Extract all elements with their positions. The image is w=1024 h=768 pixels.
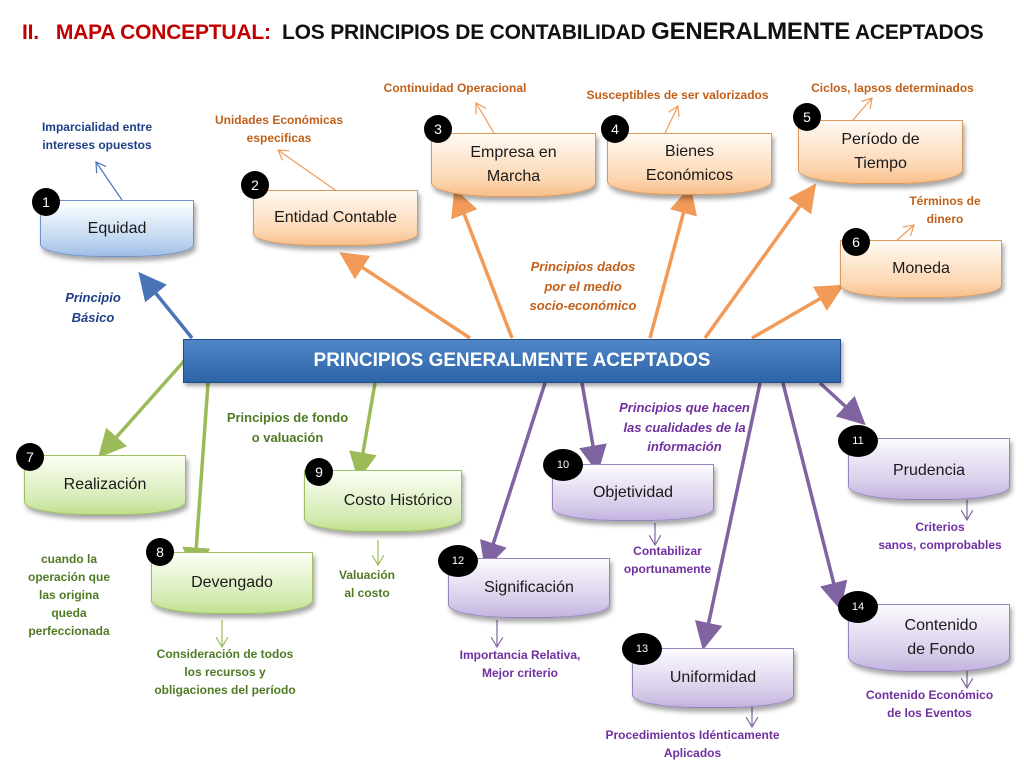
note-equidad: Imparcialidad entre intereses opuestos xyxy=(41,120,153,152)
link-periodo xyxy=(703,183,817,340)
note-empresa-en-marcha: Continuidad Operacional xyxy=(383,81,527,95)
node-number-4: 4 xyxy=(601,115,629,143)
title-subtitle: LOS PRINCIPIOS DE CONTABILIDAD xyxy=(282,21,646,44)
central-label: PRINCIPIOS GENERALMENTE ACEPTADOS xyxy=(313,350,711,371)
node-empresa-en-marcha: Empresa en Marcha xyxy=(431,133,596,197)
note-connectors xyxy=(96,98,967,727)
note-link-3 xyxy=(476,103,495,134)
note-bienes-economicos: Susceptibles de ser valorizados xyxy=(586,88,769,102)
link-contenido xyxy=(781,382,848,611)
title-roman: II. xyxy=(22,21,39,44)
title-emphasis: GENERALMENTE xyxy=(651,18,851,45)
node-number-9: 9 xyxy=(305,458,333,486)
note-link-5 xyxy=(852,98,872,121)
group-label-socio: Principios dados por el medio socio-econ… xyxy=(529,259,637,313)
note-moneda: Términos de dinero xyxy=(909,194,981,226)
node-costo-historico: Costo Histórico xyxy=(304,470,462,532)
group-label-basic: Principio Básico xyxy=(65,290,121,325)
note-objetividad: Contabilizar oportunamente xyxy=(623,544,712,576)
note-uniformidad: Procedimientos Idénticamente Aplicados xyxy=(605,728,780,760)
link-entidad xyxy=(339,252,471,340)
link-moneda xyxy=(751,284,845,340)
node-number-2: 2 xyxy=(241,171,269,199)
central-node: PRINCIPIOS GENERALMENTE ACEPTADOS xyxy=(183,339,841,383)
note-link-1 xyxy=(96,162,123,201)
link-equidad xyxy=(138,271,194,340)
note-prudencia: Criterios sanos, comprobables xyxy=(878,520,1002,552)
link-costo xyxy=(349,382,377,481)
node-number-7: 7 xyxy=(16,443,44,471)
link-devengado xyxy=(182,382,211,576)
node-number-5: 5 xyxy=(793,103,821,131)
title-label: MAPA CONCEPTUAL: xyxy=(55,21,271,44)
node-number-8: 8 xyxy=(146,538,174,566)
note-link-4 xyxy=(664,106,678,134)
node-number-12: 12 xyxy=(438,545,478,577)
node-entidad-contable: Entidad Contable xyxy=(253,190,418,246)
node-number-1: 1 xyxy=(32,188,60,216)
link-uniformidad xyxy=(694,382,762,651)
page-title: II. MAPA CONCEPTUAL: LOS PRINCIPIOS DE C… xyxy=(22,18,984,46)
note-contenido-de-fondo: Contenido Económico de los Eventos xyxy=(865,688,994,720)
group-label-qualities: Principios que hacen las cualidades de l… xyxy=(619,400,750,454)
link-bienes xyxy=(648,185,698,339)
node-uniformidad: Uniformidad xyxy=(632,648,794,708)
link-empresa xyxy=(451,188,514,339)
node-number-6: 6 xyxy=(842,228,870,256)
note-significacion: Importancia Relativa, Mejor criterio xyxy=(459,648,581,680)
note-entidad-contable: Unidades Económicas especificas xyxy=(214,113,344,145)
link-significacion xyxy=(480,382,547,570)
node-realizacion: Realización xyxy=(24,455,186,515)
note-link-2 xyxy=(278,150,339,193)
note-costo-historico: Valuación al costo xyxy=(338,568,396,600)
title-tail: ACEPTADOS xyxy=(854,21,984,44)
node-periodo-de-tiempo: Período de Tiempo xyxy=(798,120,963,184)
node-number-11: 11 xyxy=(838,425,878,457)
node-number-14: 14 xyxy=(838,591,878,623)
node-number-10: 10 xyxy=(543,449,583,481)
link-realizacion xyxy=(98,358,187,458)
note-periodo-de-tiempo: Ciclos, lapsos determinados xyxy=(811,81,974,95)
note-realizacion: cuando la operación que las origina qued… xyxy=(27,552,110,638)
node-number-13: 13 xyxy=(622,633,662,665)
main-connectors xyxy=(98,183,866,651)
node-devengado: Devengado xyxy=(151,552,313,614)
node-equidad: Equidad xyxy=(40,200,194,257)
link-objetividad xyxy=(579,382,607,474)
note-devengado: Consideración de todos los recursos y ob… xyxy=(154,647,296,697)
group-label-valuation: Principios de fondo o valuación xyxy=(226,410,349,445)
node-number-3: 3 xyxy=(424,115,452,143)
node-bienes-economicos: Bienes Económicos xyxy=(607,133,772,195)
link-prudencia xyxy=(818,381,866,426)
